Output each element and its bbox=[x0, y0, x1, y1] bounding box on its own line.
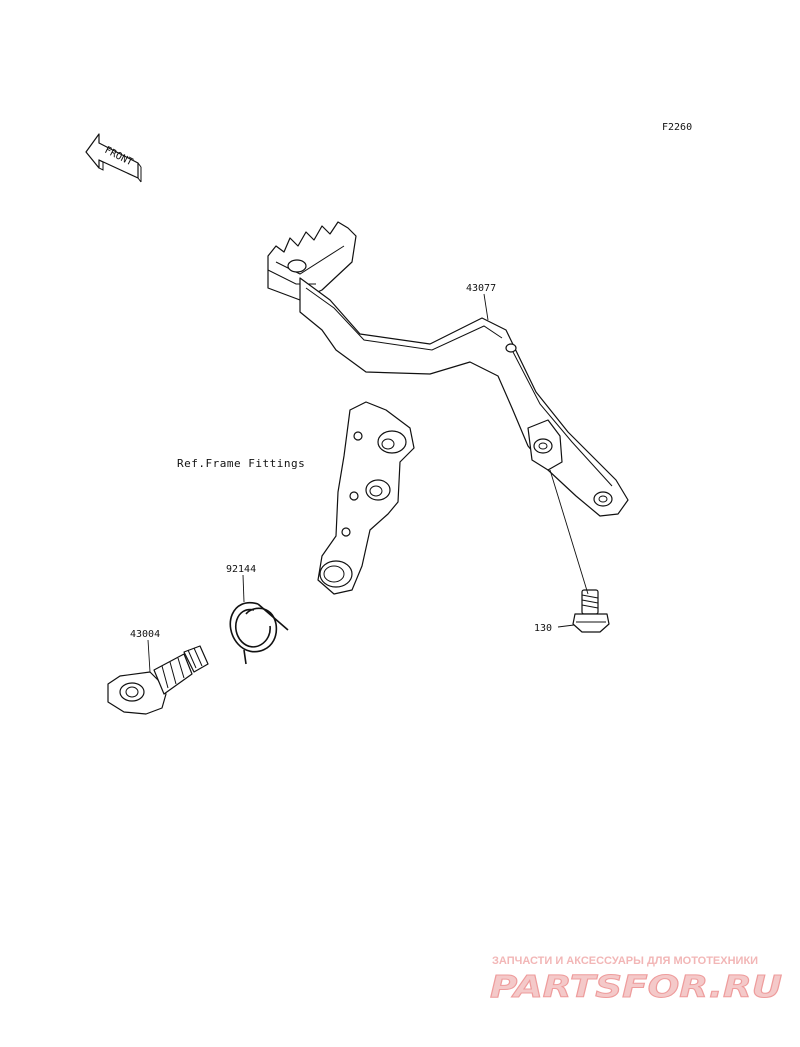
part-label-spring: 92144 bbox=[226, 564, 256, 575]
spring-92144 bbox=[229, 601, 289, 665]
bolt-130 bbox=[572, 589, 610, 633]
part-label-pedal: 43077 bbox=[466, 283, 496, 294]
shaft-43004 bbox=[107, 645, 209, 715]
brake-pedal-43077 bbox=[267, 221, 629, 517]
figure-code: F2260 bbox=[662, 122, 692, 133]
front-arrow-icon: FRONT bbox=[85, 133, 142, 183]
watermark: ЗАПЧАСТИ И АКСЕССУАРЫ ДЛЯ МОТОТЕХНИКИ PA… bbox=[490, 955, 783, 1006]
part-label-shaft: 43004 bbox=[130, 629, 160, 640]
watermark-logo: PARTSFOR.RU bbox=[490, 970, 782, 1005]
frame-fitting-bracket bbox=[317, 401, 415, 595]
ref-frame-fittings-label: Ref.Frame Fittings bbox=[177, 457, 305, 470]
watermark-tagline: ЗАПЧАСТИ И АКСЕССУАРЫ ДЛЯ МОТОТЕХНИКИ bbox=[492, 955, 758, 967]
part-label-bolt: 130 bbox=[534, 623, 552, 634]
